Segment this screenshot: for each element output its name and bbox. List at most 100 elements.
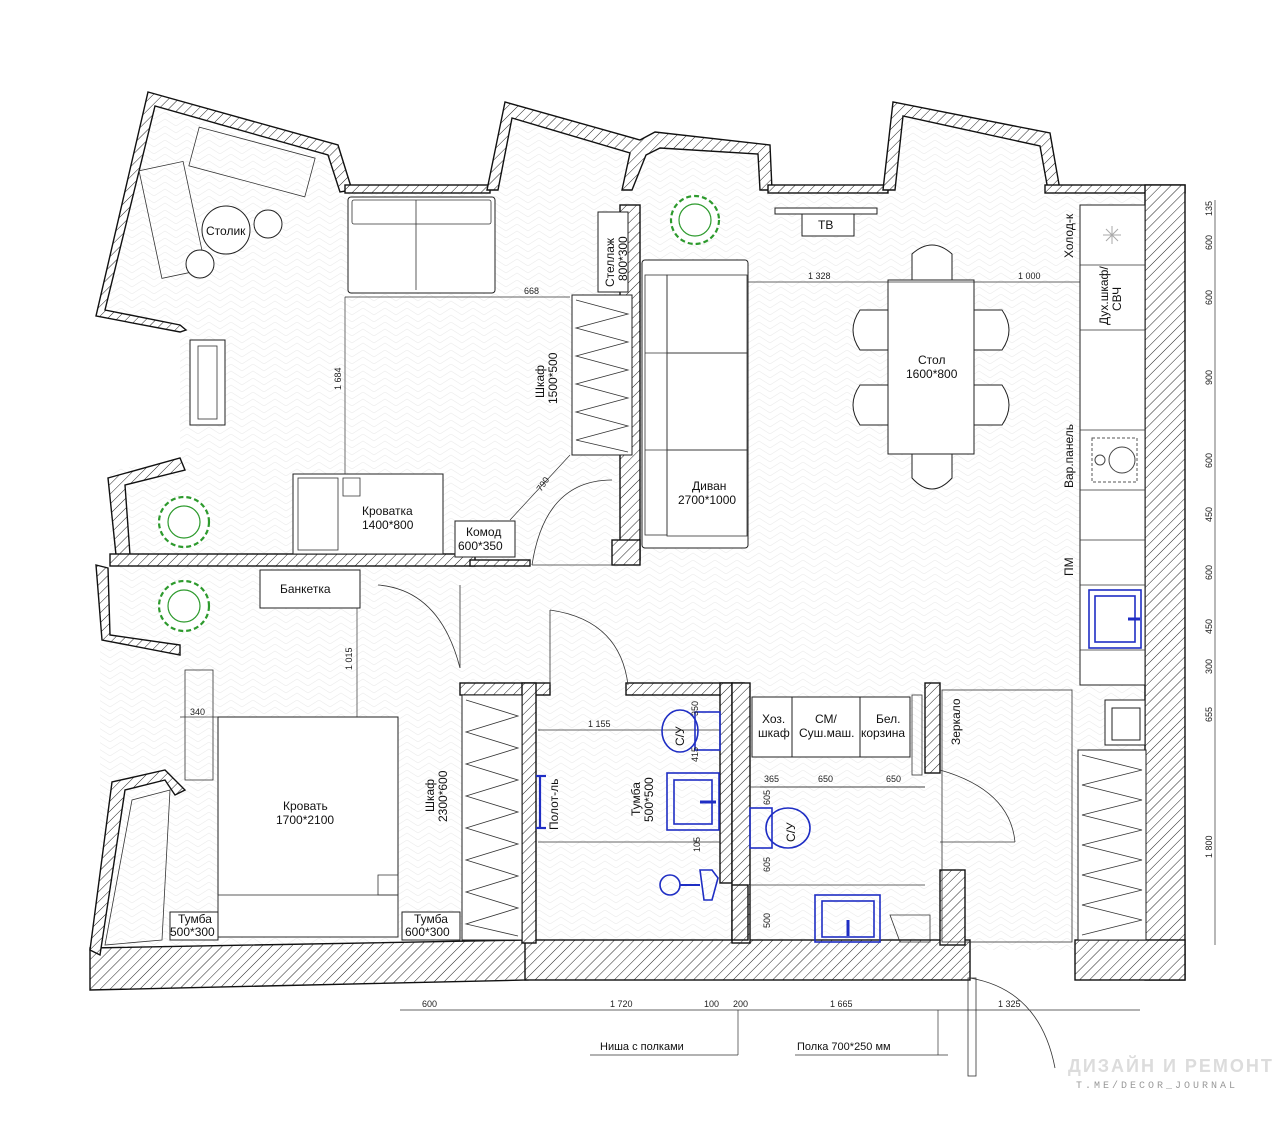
dim-right-135: 135 (1204, 201, 1214, 216)
label-dishwasher: ПМ (1062, 557, 1076, 576)
dim-right-450b: 450 (1204, 619, 1214, 634)
dim-right-300: 300 (1204, 659, 1214, 674)
sofa-main (641, 259, 749, 549)
label-washer-1: СМ/ (815, 712, 838, 726)
label-small-table: Столик (206, 224, 246, 238)
fridge-snowflake-icon (1103, 226, 1121, 244)
label-crib-1: Кроватка (362, 504, 413, 518)
dim-105: 105 (692, 837, 702, 852)
balcony-table (138, 126, 316, 279)
dim-bottom-1665: 1 665 (830, 999, 853, 1009)
label-hob: Вар.панель (1062, 424, 1076, 488)
dim-365: 365 (764, 774, 779, 784)
plant-icon-3 (157, 579, 211, 633)
dim-bottom-600: 600 (422, 999, 437, 1009)
dim-605b: 605 (762, 857, 772, 872)
label-crib-2: 1400*800 (362, 518, 414, 532)
label-nightstand-right-1: Тумба (414, 912, 448, 926)
label-rack-1: Стеллаж (603, 238, 617, 287)
dim-1015: 1 015 (344, 647, 354, 670)
window-sill-left (184, 669, 214, 781)
dim-650a: 650 (818, 774, 833, 784)
exterior-walls (89, 91, 1186, 991)
label-rack-2: 800*300 (616, 236, 630, 281)
label-utility-1: Хоз. (762, 712, 785, 726)
bidet-icon (659, 869, 719, 901)
doors (377, 479, 1073, 1077)
note-shelf: Полка 700*250 мм (797, 1041, 891, 1053)
bench (259, 569, 361, 609)
plant-icon-1 (669, 194, 721, 246)
label-nightstand-right-2: 600*300 (405, 925, 450, 939)
dim-650b: 650 (886, 774, 901, 784)
tv (774, 207, 878, 237)
label-dresser-1: Комод (466, 525, 501, 539)
dim-1684: 1 684 (333, 367, 343, 390)
balcony-bedroom (104, 789, 171, 946)
label-bed-1: Кровать (283, 799, 328, 813)
radiator (189, 339, 226, 426)
label-oven-1: Дух.шкаф/ (1097, 266, 1111, 325)
dresser (454, 520, 516, 558)
label-nightstand-left-1: Тумба (178, 912, 212, 926)
label-basket-2: корзина (861, 726, 905, 740)
kitchen-counter (1079, 204, 1146, 746)
nightstand-left (169, 911, 219, 941)
label-sofa-1: Диван (692, 479, 726, 493)
label-dining-2: 1600*800 (906, 367, 958, 381)
dim-1155: 1 155 (588, 719, 611, 729)
dim-bottom-100: 100 (704, 999, 719, 1009)
sink-1-icon (666, 772, 720, 831)
dim-668: 668 (524, 286, 539, 296)
plant-icon-2 (157, 495, 211, 549)
sink-2-icon (814, 894, 881, 943)
label-oven-2: СВЧ (1110, 287, 1124, 311)
dim-right-450a: 450 (1204, 507, 1214, 522)
dim-bottom-1720: 1 720 (610, 999, 633, 1009)
bed (217, 716, 399, 938)
sink-kitchen-icon (1088, 589, 1142, 649)
dining-set (852, 244, 1010, 490)
label-wardrobe-bedroom-2: 2300*600 (436, 770, 450, 822)
dim-right-600d: 600 (1204, 565, 1214, 580)
label-basket-1: Бел. (876, 712, 901, 726)
label-wardrobe-living-2: 1500*500 (546, 352, 560, 404)
label-dining-1: Стол (918, 353, 945, 367)
dim-bottom-200: 200 (733, 999, 748, 1009)
label-fridge: Холод-к (1062, 213, 1076, 258)
note-niche: Ниша с полками (600, 1041, 684, 1053)
dim-1328: 1 328 (808, 271, 831, 281)
watermark-handle: T.ME/DECOR_JOURNAL (1076, 1080, 1238, 1092)
dim-right-600b: 600 (1204, 290, 1214, 305)
toilet-2-icon (749, 807, 811, 849)
watermark-title: ДИЗАЙН И РЕМОНТ (1068, 1055, 1274, 1076)
dimension-lines (180, 200, 1216, 1056)
label-dresser-2: 600*350 (458, 539, 503, 553)
laundry-row (750, 694, 925, 886)
label-vanity-2: 500*500 (642, 777, 656, 822)
dim-605a: 605 (762, 790, 772, 805)
bathroom-2 (749, 807, 931, 943)
label-mirror: Зеркало (949, 698, 963, 745)
label-washer-2: Суш.маш. (799, 726, 855, 740)
dim-340: 340 (190, 707, 205, 717)
label-wc1: С/У (673, 726, 687, 746)
label-vanity-1: Тумба (629, 782, 643, 816)
dim-bottom-1325: 1 325 (998, 999, 1021, 1009)
towel-rail-icon (536, 774, 546, 830)
sofa-top (347, 196, 496, 294)
dim-350: 350 (690, 701, 700, 716)
label-wardrobe-bedroom-1: Шкаф (423, 779, 437, 812)
label-wardrobe-living-1: Шкаф (533, 365, 547, 398)
dim-500: 500 (762, 913, 772, 928)
dim-right-600a: 600 (1204, 235, 1214, 250)
label-sofa-2: 2700*1000 (678, 493, 736, 507)
wardrobe-hall (1077, 749, 1147, 941)
crib (292, 473, 444, 555)
label-wc2: С/У (784, 822, 798, 842)
bathroom-1 (536, 709, 721, 901)
label-nightstand-left-2: 500*300 (170, 925, 215, 939)
wardrobe-living (571, 294, 633, 456)
dim-415: 415 (690, 747, 700, 762)
